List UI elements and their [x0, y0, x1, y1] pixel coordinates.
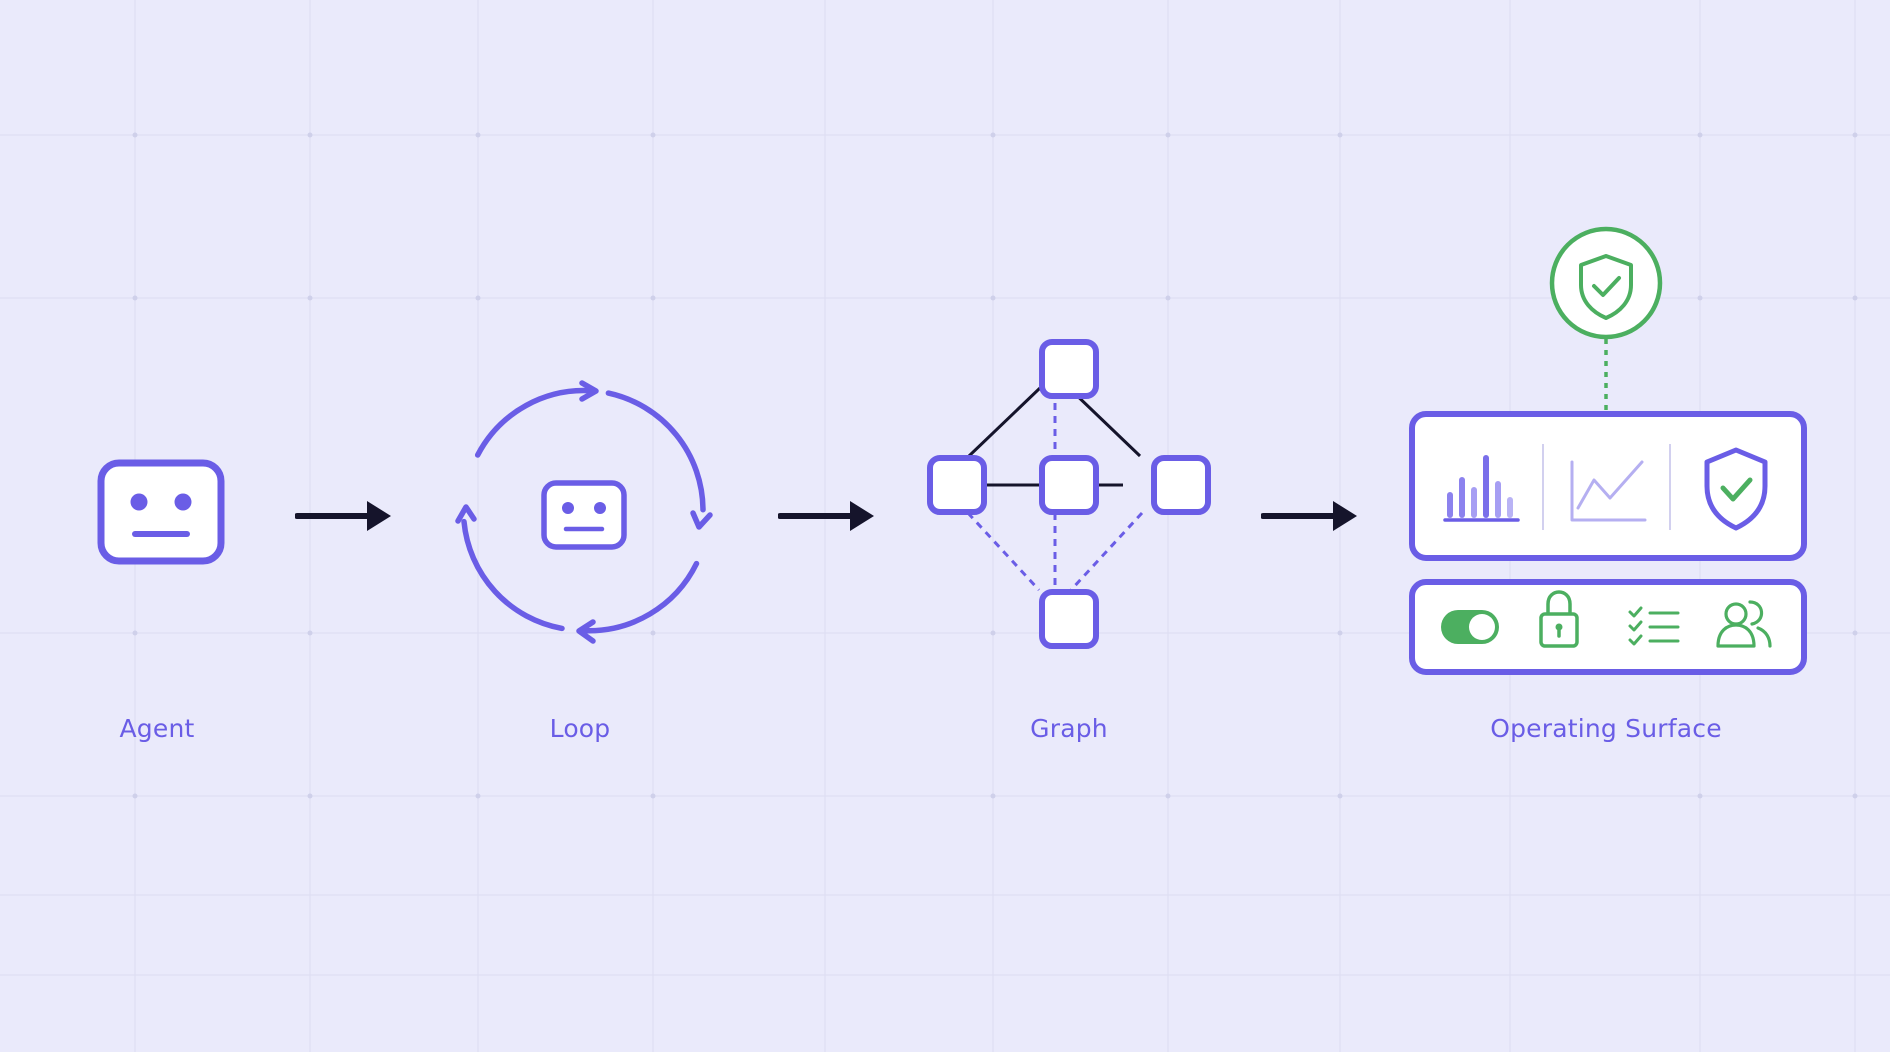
- checklist-icon: [1628, 606, 1680, 646]
- arrow-right-icon: [1261, 501, 1357, 531]
- line-chart-icon: [1570, 460, 1647, 522]
- graph-icon: [927, 339, 1211, 649]
- operating-surface-icon: [1409, 226, 1807, 675]
- panel-top: [1409, 411, 1807, 561]
- bar-chart-icon: [1443, 455, 1520, 522]
- stage-label-loop: Loop: [549, 714, 611, 743]
- stage-label-operating-surface: Operating Surface: [1490, 714, 1722, 743]
- loop-icon: [455, 380, 713, 644]
- toggle-on-icon: [1441, 610, 1499, 644]
- arrow-right-icon: [295, 501, 391, 531]
- shield-check-badge-icon: [1549, 226, 1663, 340]
- lock-icon: [1539, 590, 1579, 648]
- stage-label-graph: Graph: [1030, 714, 1108, 743]
- users-icon: [1716, 600, 1772, 648]
- shield-check-icon: [1704, 447, 1768, 531]
- panel-bottom: [1409, 579, 1807, 675]
- arrow-right-icon: [778, 501, 874, 531]
- agent-icon: [97, 459, 225, 565]
- stage-label-agent: Agent: [119, 714, 195, 743]
